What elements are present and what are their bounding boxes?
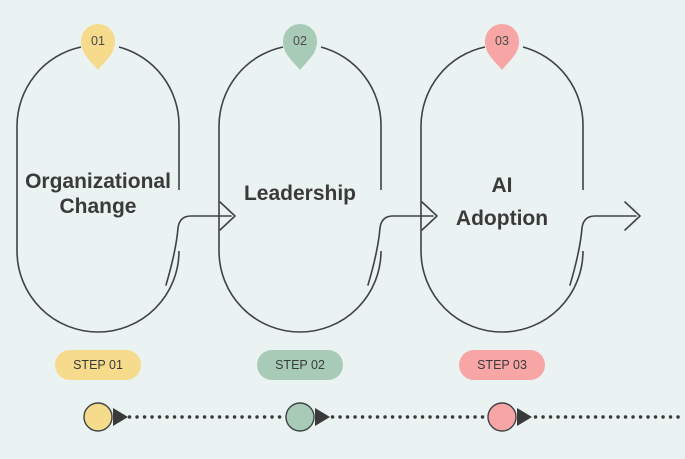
pin-number-1: 01 (91, 34, 105, 48)
step-1-group[interactable]: 01 Organizational Change (16, 24, 236, 333)
bottom-timeline (83, 402, 685, 432)
pin-01[interactable]: 01 (81, 24, 115, 70)
play-triangle-icon-3 (517, 408, 532, 426)
step-title-1-line1: Organizational (25, 170, 171, 193)
step-badge-3-bg (459, 350, 545, 380)
connector-path-1 (165, 215, 232, 286)
timeline-marker-3[interactable] (487, 402, 517, 432)
capsule-outline-3c (420, 250, 584, 333)
step-badge-2[interactable]: STEP 02 (257, 350, 343, 380)
step-badge-1[interactable]: STEP 01 (55, 350, 141, 380)
play-triangle-icon-2 (315, 408, 330, 426)
capsule-outline-1b (118, 46, 180, 190)
connector-arrow-1 (165, 201, 236, 286)
pin-number-2: 02 (293, 34, 307, 48)
connector-arrow-2 (367, 201, 438, 286)
step-badge-3[interactable]: STEP 03 (459, 350, 545, 380)
step-badge-2-bg (257, 350, 343, 380)
step-title-3-line1: AI (492, 174, 513, 197)
step-title-2-line1: Leadership (244, 182, 356, 205)
timeline-marker-1[interactable] (83, 402, 113, 432)
step-badge-3-label: STEP 03 (477, 358, 527, 372)
arrow-right-icon-3 (624, 201, 641, 231)
capsule-outline-3b (522, 46, 584, 190)
step-badge-1-bg (55, 350, 141, 380)
capsule-outline-1c (16, 250, 180, 333)
timeline-marker-2[interactable] (285, 402, 315, 432)
arrow-right-icon-1 (219, 201, 236, 231)
step-title-1-line2: Change (59, 195, 136, 218)
pin-03[interactable]: 03 (485, 24, 519, 70)
capsule-outline-3 (420, 46, 486, 250)
play-triangle-icon-1 (113, 408, 128, 426)
step-2-group[interactable]: 02 Leadership (218, 24, 438, 333)
step-title-3-line2: Adoption (456, 207, 548, 230)
capsule-outline-2b (320, 46, 382, 190)
connector-path-2 (367, 215, 434, 286)
capsule-outline-2c (218, 250, 382, 333)
step-badge-1-label: STEP 01 (73, 358, 123, 372)
map-pin-icon (81, 24, 115, 70)
step-3-group[interactable]: 03 AI Adoption (420, 24, 641, 333)
step-badge-2-label: STEP 02 (275, 358, 325, 372)
map-pin-icon (283, 24, 317, 70)
map-pin-icon (485, 24, 519, 70)
arrow-right-icon-2 (421, 201, 438, 231)
pin-number-3: 03 (495, 34, 509, 48)
capsule-outline-1 (16, 46, 82, 250)
pin-02[interactable]: 02 (283, 24, 317, 70)
capsule-outline-2 (218, 46, 284, 250)
connector-arrow-3 (569, 201, 641, 286)
connector-path-3 (569, 215, 637, 286)
